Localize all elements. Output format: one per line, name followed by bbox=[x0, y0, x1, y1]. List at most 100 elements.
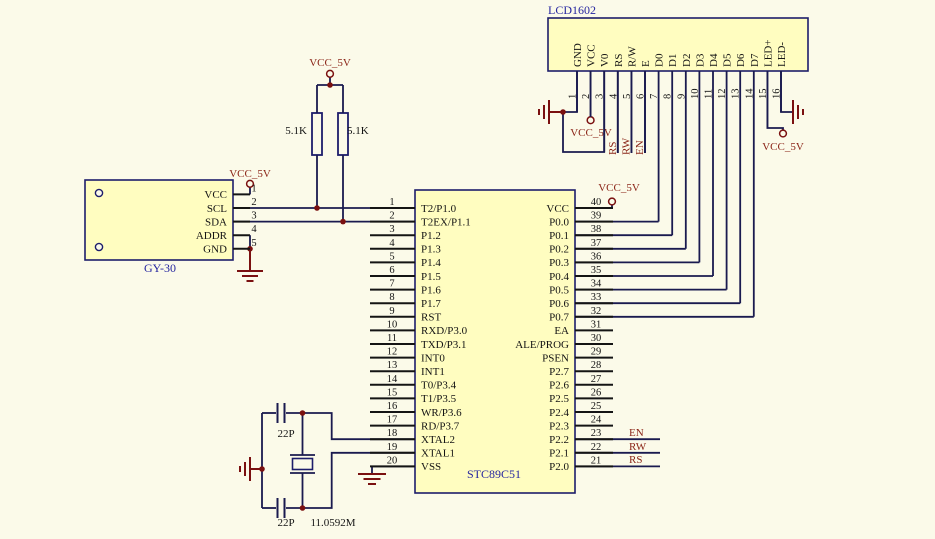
gy30-pin-number: 1 bbox=[251, 183, 256, 194]
mcu-pin-number: 39 bbox=[591, 211, 602, 222]
mcu-pin-label: WR/P3.6 bbox=[421, 407, 462, 419]
mcu-pin-label: T0/P3.4 bbox=[421, 380, 457, 392]
mcu-pin-number: 36 bbox=[591, 251, 602, 262]
lcd-pin-number: 12 bbox=[717, 89, 728, 100]
net-label-rw-vertical: RW bbox=[621, 137, 633, 155]
mcu-pin-number: 8 bbox=[389, 292, 394, 303]
junction-dot bbox=[299, 410, 306, 416]
mcu-pin-number: 10 bbox=[387, 319, 398, 330]
lcd-pin-label: V0 bbox=[599, 53, 611, 67]
mcu-pin-number: 13 bbox=[387, 360, 398, 371]
mcu-pin-number: 27 bbox=[591, 374, 602, 385]
wire-lcd-gnd bbox=[563, 71, 578, 113]
gy30-pin-number: 4 bbox=[251, 224, 257, 235]
mcu-pin-label: TXD/P3.1 bbox=[421, 339, 467, 351]
mcu-pin-label: P0.1 bbox=[549, 230, 569, 242]
net-label-rw: RW bbox=[629, 441, 647, 453]
mcu-pin-label: P1.2 bbox=[421, 230, 441, 242]
mcu-pin-label: P2.6 bbox=[549, 380, 569, 392]
wire-xtal1 bbox=[302, 451, 415, 509]
mcu-pin-number: 19 bbox=[387, 442, 398, 453]
mcu-pin-label: ALE/PROG bbox=[515, 339, 569, 351]
mcu-pin-label: P2.2 bbox=[549, 434, 569, 446]
mcu-pin-label: P0.3 bbox=[549, 257, 569, 269]
lcd-pin-number: 6 bbox=[636, 94, 647, 99]
mcu-pin-number: 16 bbox=[387, 401, 398, 412]
mcu-pin-label: P1.4 bbox=[421, 257, 441, 269]
lcd-pin-label: R/W bbox=[626, 46, 638, 67]
ground-vss bbox=[358, 473, 386, 485]
mcu-pin-number: 17 bbox=[387, 415, 398, 426]
junction-dot bbox=[314, 205, 320, 211]
gy30-body bbox=[84, 179, 234, 261]
mcu-body bbox=[414, 189, 576, 494]
ground-lcd-left bbox=[538, 100, 563, 124]
capacitor-value: 22P bbox=[277, 428, 294, 440]
mcu-pin-number: 4 bbox=[389, 238, 395, 249]
lcd-pin-number: 9 bbox=[676, 94, 687, 99]
mcu-pin-number: 24 bbox=[591, 415, 602, 426]
net-label-rs-vertical: RS bbox=[607, 142, 619, 155]
resistor-value: 5.1K bbox=[285, 125, 307, 137]
junction-dot bbox=[327, 82, 333, 88]
mcu-pin-number: 34 bbox=[591, 279, 602, 290]
mcu-pin-number: 14 bbox=[387, 374, 398, 385]
mcu-pin-number: 21 bbox=[591, 455, 602, 466]
mcu-pin-label: P2.5 bbox=[549, 393, 569, 405]
mcu-pin-label: P2.7 bbox=[549, 366, 569, 378]
mcu-pin-label: T2EX/P1.1 bbox=[421, 216, 471, 228]
gy30-pin-label: VCC bbox=[204, 189, 227, 201]
mcu-pin-label: P2.4 bbox=[549, 407, 569, 419]
junction-dot bbox=[560, 109, 566, 115]
mcu-pin-label: P0.0 bbox=[549, 216, 569, 228]
junction-dot bbox=[259, 466, 265, 472]
mcu-pin-label: INT1 bbox=[421, 366, 445, 378]
lcd-pin-label: GND bbox=[572, 43, 584, 67]
mcu-pin-number: 2 bbox=[389, 211, 394, 222]
lcd-pin-label: VCC bbox=[586, 44, 598, 67]
gy30-mount-hole bbox=[94, 188, 104, 198]
lcd-pin-number: 15 bbox=[758, 89, 769, 100]
mcu-pin-label: P1.3 bbox=[421, 244, 441, 256]
mcu-pin-label: VCC bbox=[546, 203, 569, 215]
mcu-pin-number: 20 bbox=[387, 455, 398, 466]
mcu-pin-number: 1 bbox=[389, 197, 394, 208]
lcd-pin-number: 14 bbox=[744, 88, 755, 99]
power-label: VCC_5V bbox=[598, 182, 640, 194]
mcu-pin-number: 32 bbox=[591, 306, 602, 317]
crystal-value: 11.0592M bbox=[310, 517, 355, 529]
lcd1602-body bbox=[547, 17, 809, 72]
mcu-pin-number: 33 bbox=[591, 292, 602, 303]
mcu-pin-label: P1.6 bbox=[421, 284, 441, 296]
generated-pin-stubs bbox=[233, 193, 613, 468]
mcu-pin-label: RD/P3.7 bbox=[421, 420, 460, 432]
mcu-pin-number: 3 bbox=[389, 224, 394, 235]
lcd-pin-label: D3 bbox=[694, 53, 706, 67]
mcu-pin-number: 28 bbox=[591, 360, 602, 371]
lcd-pin-label: LED+ bbox=[762, 39, 774, 67]
net-label-en-vertical: EN bbox=[634, 140, 646, 155]
mcu-title: STC89C51 bbox=[467, 467, 521, 481]
lcd-pin-number: 10 bbox=[690, 89, 701, 100]
gy30-pin-number: 3 bbox=[251, 211, 256, 222]
ground-crystal bbox=[239, 457, 262, 481]
mcu-pin-number: 30 bbox=[591, 333, 602, 344]
labels: LCD1602 GY-30 STC89C51 5.1K 5.1K 22P 22P… bbox=[144, 3, 804, 529]
mcu-pin-number: 9 bbox=[389, 306, 394, 317]
lcd-pin-label: LED- bbox=[776, 42, 788, 67]
mcu-pin-number: 7 bbox=[389, 279, 394, 290]
net-label-en: EN bbox=[629, 427, 644, 439]
mcu-pin-label: XTAL2 bbox=[421, 434, 455, 446]
mcu-pin-label: EA bbox=[554, 325, 569, 337]
mcu-pin-number: 6 bbox=[389, 265, 394, 276]
power-label: VCC_5V bbox=[570, 127, 612, 139]
resistor-value: 5.1K bbox=[347, 125, 369, 137]
mcu-pin-number: 15 bbox=[387, 387, 398, 398]
gy30-mount-hole bbox=[94, 242, 104, 252]
mcu-pin-label: P0.4 bbox=[549, 271, 569, 283]
lcd-pin-label: D1 bbox=[667, 54, 679, 67]
mcu-pin-number: 12 bbox=[387, 347, 398, 358]
lcd-pin-label: D7 bbox=[749, 53, 761, 67]
vcc-port-lcd bbox=[586, 116, 595, 125]
lcd-title: LCD1602 bbox=[548, 3, 596, 17]
